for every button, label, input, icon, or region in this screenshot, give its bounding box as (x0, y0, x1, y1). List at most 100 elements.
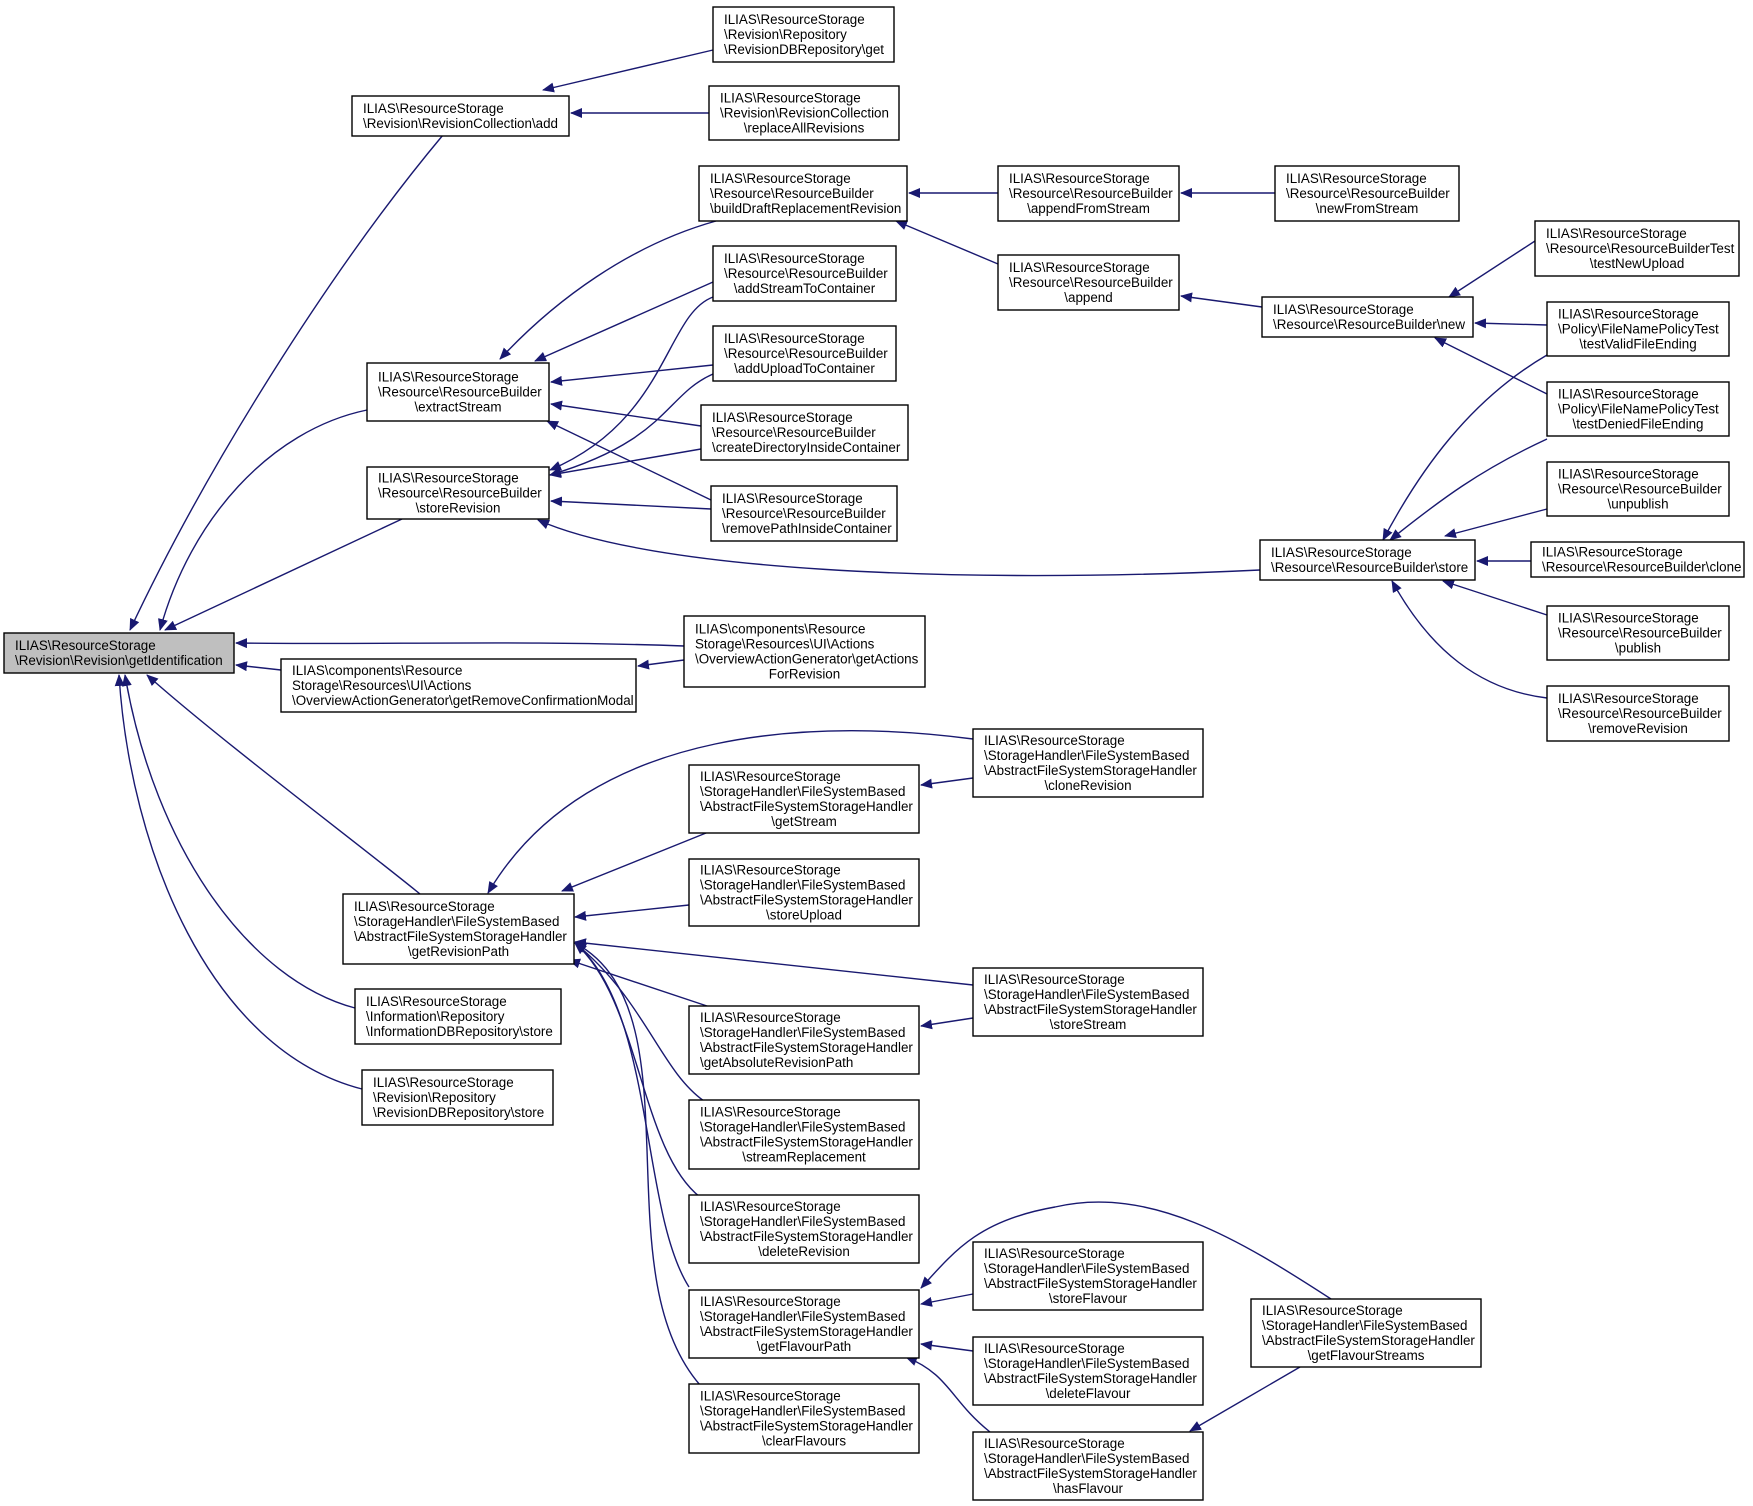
caller-node[interactable]: ILIAS\ResourceStorage\StorageHandler\Fil… (688, 1194, 920, 1264)
node-label-line: \deleteFlavour (1046, 1386, 1131, 1401)
node-box (698, 165, 908, 222)
call-edge-n15-to-n16 (549, 448, 702, 479)
node-label-line: \AbstractFileSystemStorageHandler (984, 1002, 1197, 1017)
node-label-line: ForRevision (769, 667, 840, 682)
node-label-line: \OverviewActionGenerator\getRemoveConfir… (292, 693, 634, 708)
caller-node[interactable]: ILIAS\ResourceStorage\Resource\ResourceB… (712, 325, 897, 382)
node-label-line: \addUploadToContainer (734, 361, 875, 376)
node-label-line: \storeUpload (766, 908, 842, 923)
caller-node[interactable]: ILIAS\ResourceStorage\Resource\ResourceB… (1274, 165, 1460, 222)
caller-node[interactable]: ILIAS\ResourceStorage\Resource\ResourceB… (997, 165, 1180, 222)
node-label-line: ILIAS\ResourceStorage (1558, 611, 1699, 626)
caller-node[interactable]: ILIAS\ResourceStorage\StorageHandler\Fil… (688, 764, 920, 834)
caller-node[interactable]: ILIAS\ResourceStorage\Resource\ResourceB… (997, 254, 1180, 311)
node-box (688, 1289, 920, 1359)
caller-node[interactable]: ILIAS\ResourceStorage\Resource\ResourceB… (1530, 541, 1745, 578)
call-edge-n40-to-n36 (905, 1356, 991, 1433)
caller-node[interactable]: ILIAS\ResourceStorage\Policy\FileNamePol… (1546, 301, 1730, 357)
call-edge-n32-to-n0 (114, 674, 363, 1090)
node-label-line: ILIAS\ResourceStorage (700, 863, 841, 878)
caller-node[interactable]: ILIAS\components\ResourceStorage\Resourc… (280, 658, 637, 713)
node-label-line: \Resource\ResourceBuilder (1558, 626, 1722, 641)
node-label-line: ILIAS\ResourceStorage (1009, 260, 1150, 275)
caller-node[interactable]: ILIAS\ResourceStorage\StorageHandler\Fil… (972, 967, 1204, 1037)
caller-node[interactable]: ILIAS\ResourceStorage\Resource\ResourceB… (698, 165, 908, 222)
node-label-line: \RevisionDBRepository\get (724, 42, 884, 57)
node-box (366, 362, 550, 422)
node-label-line: \AbstractFileSystemStorageHandler (700, 1040, 913, 1055)
caller-node[interactable]: ILIAS\ResourceStorage\Revision\RevisionC… (708, 85, 900, 141)
caller-node[interactable]: ILIAS\ResourceStorage\Information\Reposi… (354, 988, 562, 1045)
caller-node[interactable]: ILIAS\ResourceStorage\StorageHandler\Fil… (1250, 1298, 1482, 1368)
caller-node[interactable]: ILIAS\ResourceStorage\Resource\ResourceB… (1259, 539, 1476, 581)
caller-node[interactable]: ILIAS\ResourceStorage\Resource\ResourceB… (1534, 220, 1740, 277)
caller-node[interactable]: ILIAS\ResourceStorage\StorageHandler\Fil… (688, 858, 920, 927)
node-label-line: ILIAS\ResourceStorage (700, 1294, 841, 1309)
node-box (972, 967, 1204, 1037)
call-edge-n12-to-n0 (158, 409, 368, 631)
call-edge-n7-to-n16 (549, 296, 714, 471)
caller-node[interactable]: ILIAS\ResourceStorage\Revision\Repositor… (712, 6, 895, 63)
caller-node[interactable]: ILIAS\ResourceStorage\StorageHandler\Fil… (972, 1241, 1204, 1311)
caller-node[interactable]: ILIAS\ResourceStorage\Resource\ResourceB… (1546, 605, 1730, 661)
call-edge-n4-to-n12 (499, 220, 717, 360)
caller-node[interactable]: ILIAS\ResourceStorage\Revision\RevisionC… (351, 95, 570, 137)
node-box (1546, 605, 1730, 661)
call-edge-n15-to-n12 (550, 400, 702, 427)
node-label-line: \buildDraftReplacementRevision (710, 201, 901, 216)
caller-node[interactable]: ILIAS\ResourceStorage\Resource\ResourceB… (1546, 461, 1730, 517)
node-label-line: \getAbsoluteRevisionPath (700, 1055, 853, 1070)
root-node[interactable]: ILIAS\ResourceStorage\Revision\Revision\… (3, 632, 235, 674)
node-label-line: \StorageHandler\FileSystemBased (984, 1261, 1189, 1276)
call-edge-n23-to-n0 (235, 661, 282, 672)
caller-node[interactable]: ILIAS\ResourceStorage\StorageHandler\Fil… (972, 728, 1204, 798)
node-label-line: \StorageHandler\FileSystemBased (700, 1309, 905, 1324)
caller-node[interactable]: ILIAS\ResourceStorage\StorageHandler\Fil… (688, 1099, 920, 1170)
caller-node[interactable]: ILIAS\ResourceStorage\Resource\ResourceB… (1261, 296, 1474, 338)
node-label-line: \Policy\FileNamePolicyTest (1558, 402, 1719, 417)
node-label-line: \AbstractFileSystemStorageHandler (984, 1371, 1197, 1386)
node-box (1274, 165, 1460, 222)
node-label-line: ILIAS\ResourceStorage (710, 171, 851, 186)
caller-node[interactable]: ILIAS\ResourceStorage\StorageHandler\Fil… (688, 1383, 920, 1454)
node-box (688, 1383, 920, 1454)
node-box (688, 858, 920, 927)
node-box (351, 95, 570, 137)
call-edge-n38-to-n36 (920, 1340, 974, 1352)
caller-node[interactable]: ILIAS\components\ResourceStorage\Resourc… (683, 615, 926, 688)
call-edge-n24-to-n19 (1391, 580, 1548, 699)
caller-node[interactable]: ILIAS\ResourceStorage\StorageHandler\Fil… (342, 893, 575, 965)
caller-node[interactable]: ILIAS\ResourceStorage\StorageHandler\Fil… (688, 1005, 920, 1075)
caller-node[interactable]: ILIAS\ResourceStorage\Resource\ResourceB… (710, 485, 898, 542)
call-edge-n19-to-n16 (537, 519, 1261, 577)
node-label-line: ILIAS\ResourceStorage (1286, 171, 1427, 186)
caller-node[interactable]: ILIAS\ResourceStorage\StorageHandler\Fil… (688, 1289, 920, 1359)
node-box (1546, 381, 1730, 437)
node-label-line: \RevisionDBRepository\store (373, 1105, 544, 1120)
caller-node[interactable]: ILIAS\ResourceStorage\Resource\ResourceB… (700, 404, 909, 461)
node-label-line: \removeRevision (1588, 721, 1688, 736)
node-label-line: ILIAS\ResourceStorage (1558, 467, 1699, 482)
call-edge-n39-to-n28 (574, 942, 701, 1386)
call-edge-n27-to-n28 (574, 904, 690, 921)
node-label-line: \AbstractFileSystemStorageHandler (700, 1229, 913, 1244)
caller-node[interactable]: ILIAS\ResourceStorage\Resource\ResourceB… (366, 466, 550, 520)
caller-node[interactable]: ILIAS\ResourceStorage\Resource\ResourceB… (366, 362, 550, 422)
caller-node[interactable]: ILIAS\ResourceStorage\StorageHandler\Fil… (972, 1336, 1204, 1406)
node-box (688, 764, 920, 834)
node-label-line: \StorageHandler\FileSystemBased (700, 878, 905, 893)
node-label-line: \Resource\ResourceBuilder\new (1273, 317, 1465, 332)
caller-node[interactable]: ILIAS\ResourceStorage\Resource\ResourceB… (1546, 685, 1730, 742)
caller-node[interactable]: ILIAS\ResourceStorage\Resource\ResourceB… (712, 245, 897, 302)
node-box (712, 325, 897, 382)
node-label-line: ILIAS\ResourceStorage (1546, 226, 1687, 241)
node-label-line: \getRevisionPath (408, 944, 509, 959)
node-label-line: \StorageHandler\FileSystemBased (700, 1120, 905, 1135)
call-edge-n35-to-n36 (920, 1293, 974, 1307)
caller-node[interactable]: ILIAS\ResourceStorage\Policy\FileNamePol… (1546, 381, 1730, 437)
node-label-line: \StorageHandler\FileSystemBased (984, 1356, 1189, 1371)
caller-node[interactable]: ILIAS\ResourceStorage\Revision\Repositor… (361, 1069, 554, 1126)
caller-node[interactable]: ILIAS\ResourceStorage\StorageHandler\Fil… (972, 1431, 1204, 1501)
node-label-line: ILIAS\ResourceStorage (378, 471, 519, 486)
